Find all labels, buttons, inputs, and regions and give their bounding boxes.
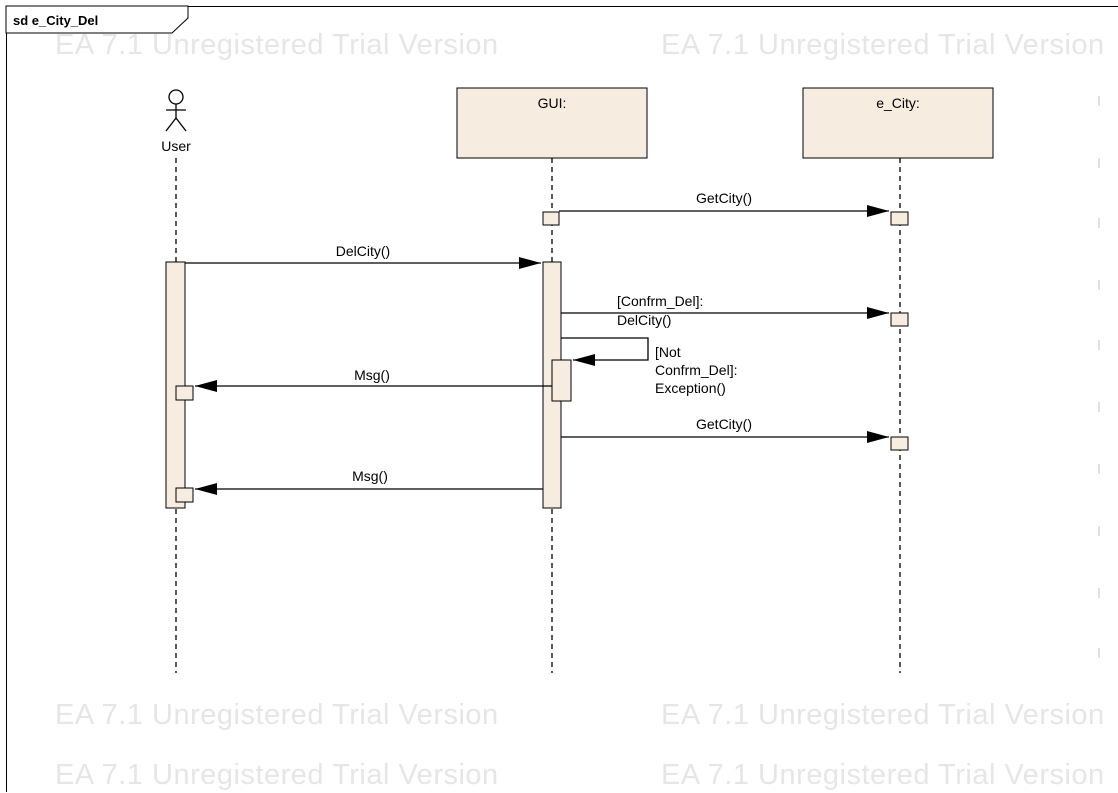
lifeline-gui-label: GUI: (538, 95, 567, 111)
watermark-text: EA 7.1 Unregistered Trial Version (661, 29, 1105, 61)
message-label: DelCity() (336, 243, 390, 259)
exec-box-city (890, 312, 909, 327)
message-getcity-1[interactable]: GetCity() (559, 190, 889, 217)
message-getcity-2[interactable]: GetCity() (561, 416, 889, 443)
message-label: GetCity() (696, 190, 752, 206)
message-label: Msg() (354, 367, 390, 383)
message-label-line3: Exception() (655, 380, 726, 396)
frame-label: sd e_City_Del (5, 5, 189, 34)
watermark-text: EA 7.1 Unregistered Trial Version (55, 29, 499, 61)
lifeline-city-label: e_City: (876, 95, 920, 111)
exec-box-city (890, 436, 909, 451)
message-label: Msg() (352, 468, 388, 484)
exec-box-user (175, 385, 194, 401)
frame-title: sd e_City_Del (13, 13, 98, 28)
watermark-text: EA 7.1 Unregistered Trial Version (661, 699, 1105, 731)
message-msg-1[interactable]: Msg() (195, 367, 552, 392)
exec-box-city (890, 211, 909, 226)
watermark-text: EA 7.1 Unregistered Trial Version (661, 759, 1105, 791)
actor-user-label: User (161, 138, 191, 154)
message-msg-2[interactable]: Msg() (195, 468, 543, 495)
message-confirm-delcity[interactable]: [Confrm_Del]: DelCity() (561, 293, 889, 328)
diagram-frame: EA 7.1 Unregistered Trial Version EA 7.1… (6, 6, 1118, 792)
message-delcity[interactable]: DelCity() (185, 243, 541, 269)
exec-box-user (175, 487, 194, 503)
watermark-text: EA 7.1 Unregistered Trial Version (55, 699, 499, 731)
exec-box-gui (542, 211, 560, 226)
activation-user (165, 261, 186, 509)
message-self-exception[interactable]: [Not Confrm_Del]: Exception() (561, 337, 737, 396)
message-label-line1: [Confrm_Del]: (617, 293, 703, 309)
watermark-layer: EA 7.1 Unregistered Trial Version EA 7.1… (7, 7, 1118, 793)
watermark-edge-marks (1098, 96, 1100, 658)
message-label: GetCity() (696, 416, 752, 432)
watermark-text: EA 7.1 Unregistered Trial Version (55, 759, 499, 791)
lifeline-gui-head[interactable]: GUI: (456, 87, 648, 159)
message-label-line2: DelCity() (617, 312, 671, 328)
message-label-line2: Confrm_Del]: (655, 362, 737, 378)
activation-gui-nested (551, 359, 572, 402)
message-label-line1: [Not (655, 344, 681, 360)
lifeline-city-head[interactable]: e_City: (802, 87, 994, 159)
actor-head-icon (168, 89, 184, 105)
actor-user[interactable]: User (161, 89, 191, 154)
